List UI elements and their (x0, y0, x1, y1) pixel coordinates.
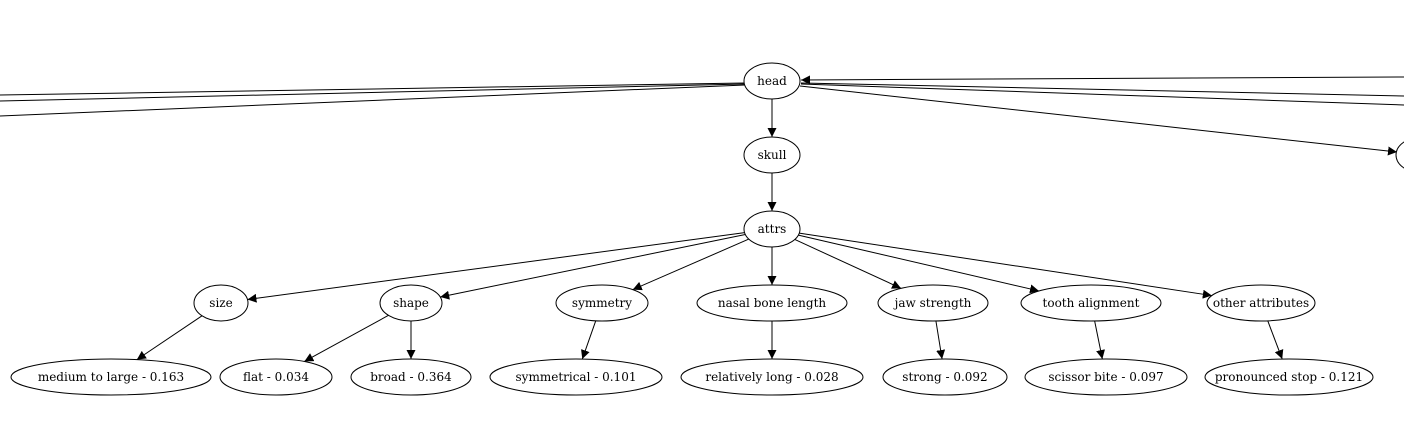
node-strong-label: strong - 0.092 (902, 370, 987, 384)
node-scissor-bite: scissor bite - 0.097 (1024, 358, 1188, 396)
offscreen-edge-left-1 (0, 82, 746, 96)
node-skull: skull (743, 136, 801, 174)
node-medium-to-large-shape (10, 358, 212, 396)
edge-other-attributes-to-pronounced-stop (1267, 320, 1284, 360)
node-shape: shape (379, 284, 443, 322)
node-nasal-bone-length-shape (696, 284, 848, 322)
edge-jaw-strength-to-strong (935, 320, 946, 360)
node-other-attributes-label: other attributes (1213, 296, 1309, 310)
node-symmetrical-label: symmetrical - 0.101 (516, 370, 637, 384)
node-strong-shape (882, 358, 1008, 396)
offscreen-edge-right-incoming (800, 75, 1404, 85)
node-relatively-long: relatively long - 0.028 (680, 358, 864, 396)
node-flat-shape (219, 358, 333, 396)
edge-attrs-to-shape (440, 233, 746, 300)
node-attrs-shape (743, 210, 801, 248)
edge-tooth-alignment-to-scissor-bite (1094, 320, 1105, 360)
node-medium-to-large-label: medium to large - 0.163 (38, 370, 184, 384)
edge-attrs-to-tooth-alignment (798, 234, 1040, 294)
node-skull-shape (743, 136, 801, 174)
partial-offscreen-node (1395, 141, 1404, 169)
node-scissor-bite-label: scissor bite - 0.097 (1048, 370, 1163, 384)
node-symmetry-shape (555, 284, 649, 322)
node-jaw-strength-shape (877, 284, 989, 322)
node-tooth-alignment-shape (1020, 284, 1162, 322)
node-shape-shape (379, 284, 443, 322)
node-other-attributes: other attributes (1206, 284, 1316, 322)
node-relatively-long-label: relatively long - 0.028 (705, 370, 838, 384)
offscreen-edges (0, 75, 1404, 169)
node-symmetry: symmetry (555, 284, 649, 322)
edge-symmetry-to-symmetrical (581, 320, 597, 360)
node-skull-label: skull (758, 148, 787, 162)
node-broad-shape (350, 358, 472, 396)
tree-nodes: head skull attrs size shape symmetry nasal bon… (10, 62, 1374, 396)
offscreen-edge-right-2 (800, 83, 1404, 106)
offscreen-edge-left-2 (0, 83, 746, 102)
edge-attrs-to-other-attributes (799, 232, 1212, 299)
node-symmetrical: symmetrical - 0.101 (489, 358, 663, 396)
node-flat: flat - 0.034 (219, 358, 333, 396)
node-pronounced-stop-shape (1204, 358, 1374, 396)
node-head: head (743, 62, 801, 100)
node-size-shape (193, 284, 249, 322)
node-head-shape (743, 62, 801, 100)
node-other-attributes-shape (1206, 284, 1316, 322)
node-head-label: head (757, 74, 787, 88)
node-symmetrical-shape (489, 358, 663, 396)
edge-attrs-to-symmetry (632, 238, 750, 291)
offscreen-edge-right-1 (800, 82, 1404, 97)
node-strong: strong - 0.092 (882, 358, 1008, 396)
edge-attrs-to-jaw-strength (794, 239, 902, 289)
tree-edges (136, 99, 1284, 362)
node-medium-to-large: medium to large - 0.163 (10, 358, 212, 396)
node-jaw-strength: jaw strength (877, 284, 989, 322)
node-flat-label: flat - 0.034 (243, 370, 309, 384)
node-pronounced-stop-label: pronounced stop - 0.121 (1215, 370, 1363, 384)
node-symmetry-label: symmetry (572, 296, 632, 310)
node-relatively-long-shape (680, 358, 864, 396)
edge-size-to-medium-to-large (136, 315, 203, 361)
node-broad: broad - 0.364 (350, 358, 472, 396)
node-scissor-bite-shape (1024, 358, 1188, 396)
node-attrs-label: attrs (758, 222, 787, 236)
node-shape-label: shape (393, 296, 429, 310)
node-tooth-alignment-label: tooth alignment (1043, 296, 1140, 310)
node-jaw-strength-label: jaw strength (893, 296, 972, 310)
node-attrs: attrs (743, 210, 801, 248)
node-tooth-alignment: tooth alignment (1020, 284, 1162, 322)
node-size-label: size (209, 296, 232, 310)
node-pronounced-stop: pronounced stop - 0.121 (1204, 358, 1374, 396)
edge-shape-to-flat (304, 314, 389, 362)
node-nasal-bone-length: nasal bone length (696, 284, 848, 322)
node-size: size (193, 284, 249, 322)
edge-attrs-to-size (247, 232, 745, 303)
node-nasal-bone-length-label: nasal bone length (718, 296, 827, 310)
offscreen-edge-left-3 (0, 84, 746, 117)
node-broad-label: broad - 0.364 (370, 370, 452, 384)
offscreen-edge-right-to-partial-node (799, 85, 1398, 156)
